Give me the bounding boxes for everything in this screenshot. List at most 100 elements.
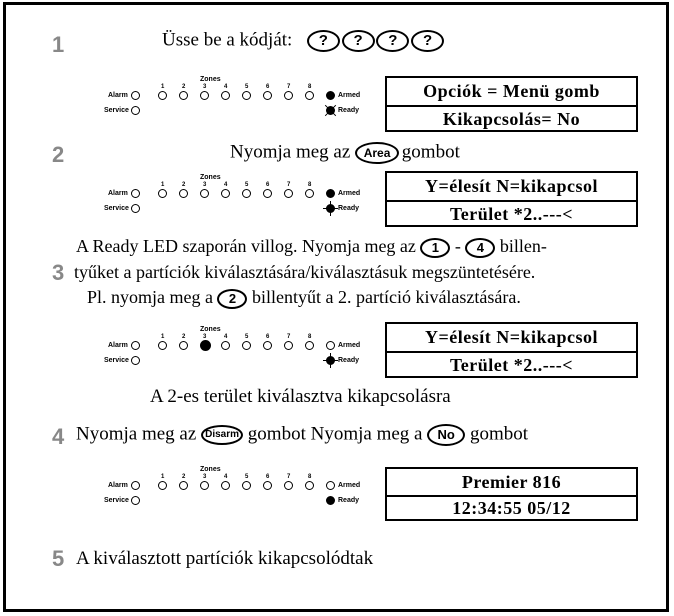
zone-led: [200, 189, 209, 198]
zone-led: [284, 189, 293, 198]
lcd-4-separator: [387, 495, 636, 497]
zone-led: [263, 189, 272, 198]
lcd-4-line-2: 12:34:55 05/12: [452, 498, 571, 518]
step-5-text: A kiválasztott partíciók kikapcsolódtak: [76, 548, 374, 569]
ready-led-ray: [330, 201, 331, 216]
zone-led: [179, 481, 188, 490]
zone-led: [221, 91, 230, 100]
zone-number: 5: [245, 334, 249, 340]
keypad-led-panel-3: Zones 1 2 3 4 5 6 7 8 Alarm Armed Servic…: [104, 326, 364, 374]
zone-led: [284, 481, 293, 490]
zone-number: 4: [224, 334, 228, 340]
zone-number: 5: [245, 84, 249, 90]
zones-label: Zones: [200, 326, 221, 333]
step-3-line-2: tyűket a partíciók kiválasztására/kivála…: [74, 262, 536, 282]
zone-number: 1: [161, 334, 165, 340]
zone-led: [263, 481, 272, 490]
zone-led: [158, 189, 167, 198]
zone-led: [179, 189, 188, 198]
zone-number: 6: [266, 334, 270, 340]
lcd-display-1: Opciók = Menü gomb Kikapcsolás= No: [385, 76, 638, 132]
step-4-text-pre: Nyomja meg az: [76, 423, 197, 445]
zone-number: 7: [287, 84, 291, 90]
zone-number: 6: [266, 84, 270, 90]
step-3-line-1-text: A Ready LED szaporán villog. Nyomja meg …: [76, 236, 416, 256]
zone-led: [221, 189, 230, 198]
service-label: Service: [104, 205, 129, 212]
zone-led: [242, 189, 251, 198]
zone-led: [242, 91, 251, 100]
armed-led: [326, 481, 335, 490]
zone-led: [179, 341, 188, 350]
lcd-1-line-1: Opciók = Menü gomb: [423, 81, 600, 101]
armed-label: Armed: [338, 342, 361, 349]
zones-label: Zones: [200, 466, 221, 473]
step-3-line-3: Pl. nyomja meg a 2 billentyűt a 2. partí…: [87, 288, 521, 309]
lcd-1-separator: [387, 105, 636, 107]
lcd-3-separator: [387, 351, 636, 353]
zone-number: 8: [308, 334, 312, 340]
zone-led: [179, 91, 188, 100]
step-5-number: 5: [52, 546, 65, 571]
ready-label: Ready: [338, 205, 360, 212]
alarm-led: [131, 91, 140, 100]
ready-label: Ready: [338, 357, 360, 364]
keypad-led-panel-1: Zones 1 2 3 4 5 6 7 8 Alarm Armed Servic…: [104, 76, 364, 124]
ready-led-ray: [330, 353, 331, 368]
lcd-2-separator: [387, 200, 636, 202]
zones-label: Zones: [200, 174, 221, 181]
alarm-label: Alarm: [108, 92, 128, 99]
zone-number: 1: [161, 182, 165, 188]
step-2-instruction: Nyomja meg az Area gombot: [230, 142, 460, 164]
step-4-instruction: Nyomja meg az Disarm gombot Nyomja meg a…: [76, 424, 528, 446]
lcd-display-2: Y=élesít N=kikapcsol Terület *2..---<: [385, 171, 638, 227]
disarm-key: Disarm: [201, 425, 244, 445]
zone-number: 4: [224, 182, 228, 188]
zone-number: 2: [182, 334, 186, 340]
zone-number: 4: [224, 84, 228, 90]
key-1: 1: [420, 237, 451, 258]
zone-led: [242, 481, 251, 490]
step-2-text-pre: Nyomja meg az: [230, 141, 351, 163]
alarm-led: [131, 481, 140, 490]
alarm-led: [131, 189, 140, 198]
zone-number: 3: [203, 474, 207, 480]
keypad-led-panel-4: Zones 1 2 3 4 5 6 7 8 Alarm Armed Servic…: [104, 466, 364, 514]
armed-led: [326, 189, 335, 198]
step-3-caption: A 2-es terület kiválasztva kikapcsolásra: [150, 386, 451, 407]
zone-number: 8: [308, 474, 312, 480]
zone-number: 8: [308, 182, 312, 188]
zone-number: 7: [287, 334, 291, 340]
zones-label: Zones: [200, 76, 221, 83]
lcd-2-line-2: Terület *2..---<: [449, 204, 574, 224]
step-1-number: 1: [52, 32, 65, 57]
step-3-number: 3: [52, 260, 65, 285]
ready-label: Ready: [338, 107, 360, 114]
zone-number: 3: [203, 334, 207, 340]
zone-led: [305, 341, 314, 350]
zone-led-selected: [200, 340, 211, 351]
zone-led: [263, 91, 272, 100]
step-3-line-3-text: Pl. nyomja meg a: [87, 287, 213, 307]
zone-led: [305, 189, 314, 198]
step-3-line-1-end: billen-: [499, 236, 547, 256]
zone-led: [158, 341, 167, 350]
key-2: 2: [217, 288, 248, 309]
page-frame: [3, 2, 669, 612]
zone-number: 3: [203, 182, 207, 188]
lcd-display-3: Y=élesít N=kikapcsol Terület *2..---<: [385, 322, 638, 378]
zone-led: [158, 481, 167, 490]
service-led: [131, 204, 140, 213]
step-1-instruction: Üsse be a kódját: ? ? ? ?: [162, 30, 445, 52]
ready-led: [326, 496, 335, 505]
zone-number: 7: [287, 182, 291, 188]
zone-number: 1: [161, 84, 165, 90]
armed-led: [326, 341, 335, 350]
zone-number: 8: [308, 84, 312, 90]
zone-led: [284, 91, 293, 100]
armed-label: Armed: [338, 92, 361, 99]
lcd-2-line-1: Y=élesít N=kikapcsol: [424, 176, 599, 196]
zone-number: 3: [203, 84, 207, 90]
service-label: Service: [104, 357, 129, 364]
step-4-text-post: gombot: [469, 423, 529, 445]
